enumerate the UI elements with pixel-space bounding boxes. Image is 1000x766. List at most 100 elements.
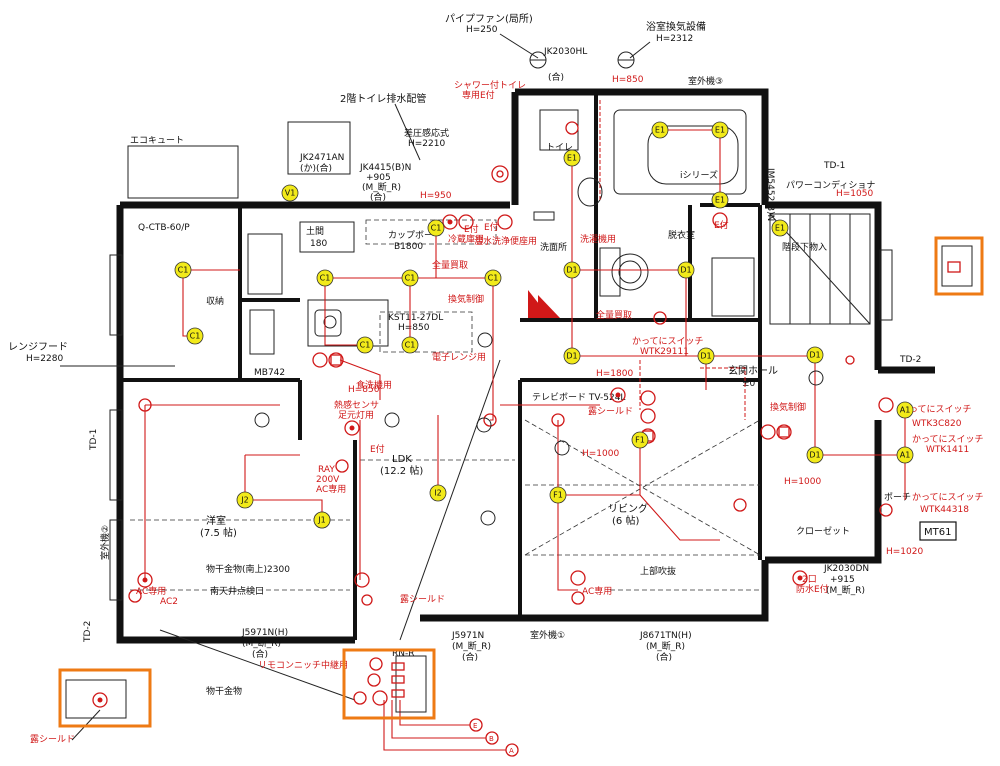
h1050-label: H=1050 xyxy=(836,189,873,199)
living-size: (6 帖) xyxy=(612,514,639,527)
light-e1: E1 xyxy=(711,191,729,209)
diff-pressure-label: 差圧感応式 xyxy=(404,127,449,139)
bath-vent-h: H=2312 xyxy=(656,34,693,44)
h850-top: H=850 xyxy=(612,75,644,85)
light-label: D1 xyxy=(566,352,577,361)
light-c1: C1 xyxy=(316,269,334,287)
light-c1: C1 xyxy=(356,336,374,354)
ldk-size: (12.2 帖) xyxy=(380,464,423,477)
light-a1: A1 xyxy=(896,446,914,464)
upper-void-label: 上部吹抜 xyxy=(640,565,676,577)
ceiling-dashes xyxy=(130,359,761,701)
h1020-note: H=1020 xyxy=(886,547,923,557)
light-e1: E1 xyxy=(711,121,729,139)
tatsu-note: 食洗機用 xyxy=(356,379,392,391)
fridge-note: 冷蔵庫用 xyxy=(448,233,484,245)
nichi-note: 2口 xyxy=(802,575,817,585)
power-cond-label: パワーコンディショナ xyxy=(786,179,875,191)
light-e1: E1 xyxy=(651,121,669,139)
outdoor3-label: 室外機③ xyxy=(688,75,723,87)
toilet-e-note: E付 xyxy=(714,220,729,231)
light-label: C1 xyxy=(488,274,499,283)
e-tsuki-note: E付 xyxy=(370,444,385,455)
light-label: C1 xyxy=(190,332,201,341)
jk2030dn-b: +915 xyxy=(830,575,855,585)
jk4415-4: (合) xyxy=(370,191,386,203)
light-label: F1 xyxy=(635,436,645,445)
light-label: J2 xyxy=(240,496,248,505)
switch1-note: かってにスイッチ xyxy=(632,336,704,347)
fan-symbol xyxy=(529,51,635,69)
j8671b: (M_断_R) xyxy=(646,640,685,652)
light-label: C1 xyxy=(431,224,442,233)
light-c1: C1 xyxy=(401,336,419,354)
shower-toilet-sub: 専用E付 xyxy=(462,89,495,101)
switch2-note: かってにスイッチ xyxy=(900,404,972,415)
toilet-2f-label: 2階トイレ排水配管 xyxy=(340,92,426,105)
light-label: E1 xyxy=(655,126,665,135)
highlight-box-left xyxy=(58,668,152,728)
jk2471-sub: (か)(合) xyxy=(300,162,332,174)
light-label: A1 xyxy=(900,451,911,460)
ac-outlet-note: AC専用 xyxy=(136,585,166,597)
pipe-fan-label: パイプファン(局所) xyxy=(445,13,533,25)
light-f1: F1 xyxy=(631,431,649,449)
light-label: C1 xyxy=(320,274,331,283)
j5971-2c: (合) xyxy=(462,651,478,663)
light-j2: J2 xyxy=(236,491,254,509)
fridge-e-note: E付 xyxy=(464,224,479,235)
stair-storage-label: 階段下物入 xyxy=(782,241,827,253)
ldk-label: LDK xyxy=(392,454,412,465)
j5971-2b: (M_断_R) xyxy=(452,640,491,652)
jk2030dn: JK2030DN xyxy=(823,564,869,574)
light-c1: C1 xyxy=(401,269,419,287)
jk4415-label: JK4415(B)N xyxy=(359,163,411,173)
ac-living-note: AC専用 xyxy=(582,585,612,597)
light-label: E1 xyxy=(715,126,725,135)
outdoor1-label: 室外機① xyxy=(530,629,565,641)
ecocute-label: エコキュート xyxy=(130,136,184,146)
td1-left: TD-1 xyxy=(89,429,99,451)
dust-note: 全量買取 xyxy=(432,259,468,271)
qctb-label: Q-CTB-60/P xyxy=(138,223,190,233)
h1800-note: H=1800 xyxy=(596,369,633,379)
gas-note: 換気制御 xyxy=(448,293,484,305)
bathroom-fixtures xyxy=(539,109,755,317)
switch4b-note: WTK44318 xyxy=(920,505,969,515)
light-label: C1 xyxy=(178,266,189,275)
sen-note: 熱感センサ xyxy=(334,399,379,411)
red-notes: AC専用 AC2 RAY 200V AC専用 E付 全量買取 全量買取 換気制御… xyxy=(136,220,984,607)
windows xyxy=(109,211,893,601)
nakahara-label: 南天井点検口 xyxy=(210,585,264,597)
closet-label: クローゼット xyxy=(796,525,850,537)
cupboard-label: カップボード xyxy=(388,230,442,241)
light-f1: F1 xyxy=(549,486,567,504)
kitchen-fixtures xyxy=(247,219,497,355)
cupboard-b: B1800 xyxy=(394,242,423,252)
sensor-marks xyxy=(254,332,824,526)
outdoor2-label: 室外機② xyxy=(99,525,111,560)
jm5452-label: JM5452(B)N xyxy=(765,167,775,221)
mt61-label: MT61 xyxy=(924,527,951,538)
j5971-2: J5971N xyxy=(451,631,484,641)
svg-text:E: E xyxy=(473,722,477,730)
light-d1: D1 xyxy=(806,346,824,364)
bath-vent-label: 浴室換気設備 xyxy=(646,20,706,33)
jk4415-2: +905 xyxy=(366,173,391,183)
bath-series: iシリーズ xyxy=(680,169,718,181)
ray-note: RAY xyxy=(318,465,335,475)
switch3-note: かってにスイッチ xyxy=(912,434,984,445)
light-v1: V1 xyxy=(281,184,299,202)
entrance-sub: ±0 xyxy=(742,379,756,389)
light-j1: J1 xyxy=(313,511,331,529)
bath-vent-leader xyxy=(629,41,651,59)
mb742-label: MB742 xyxy=(254,368,285,378)
light-d1: D1 xyxy=(806,446,824,464)
wash-dry-note: 洗濯機用 xyxy=(580,233,616,245)
light-i2: I2 xyxy=(429,484,447,502)
light-label: E1 xyxy=(775,224,785,233)
shower-toilet-label: シャワー付トイレ xyxy=(454,80,526,91)
light-label: C1 xyxy=(405,274,416,283)
